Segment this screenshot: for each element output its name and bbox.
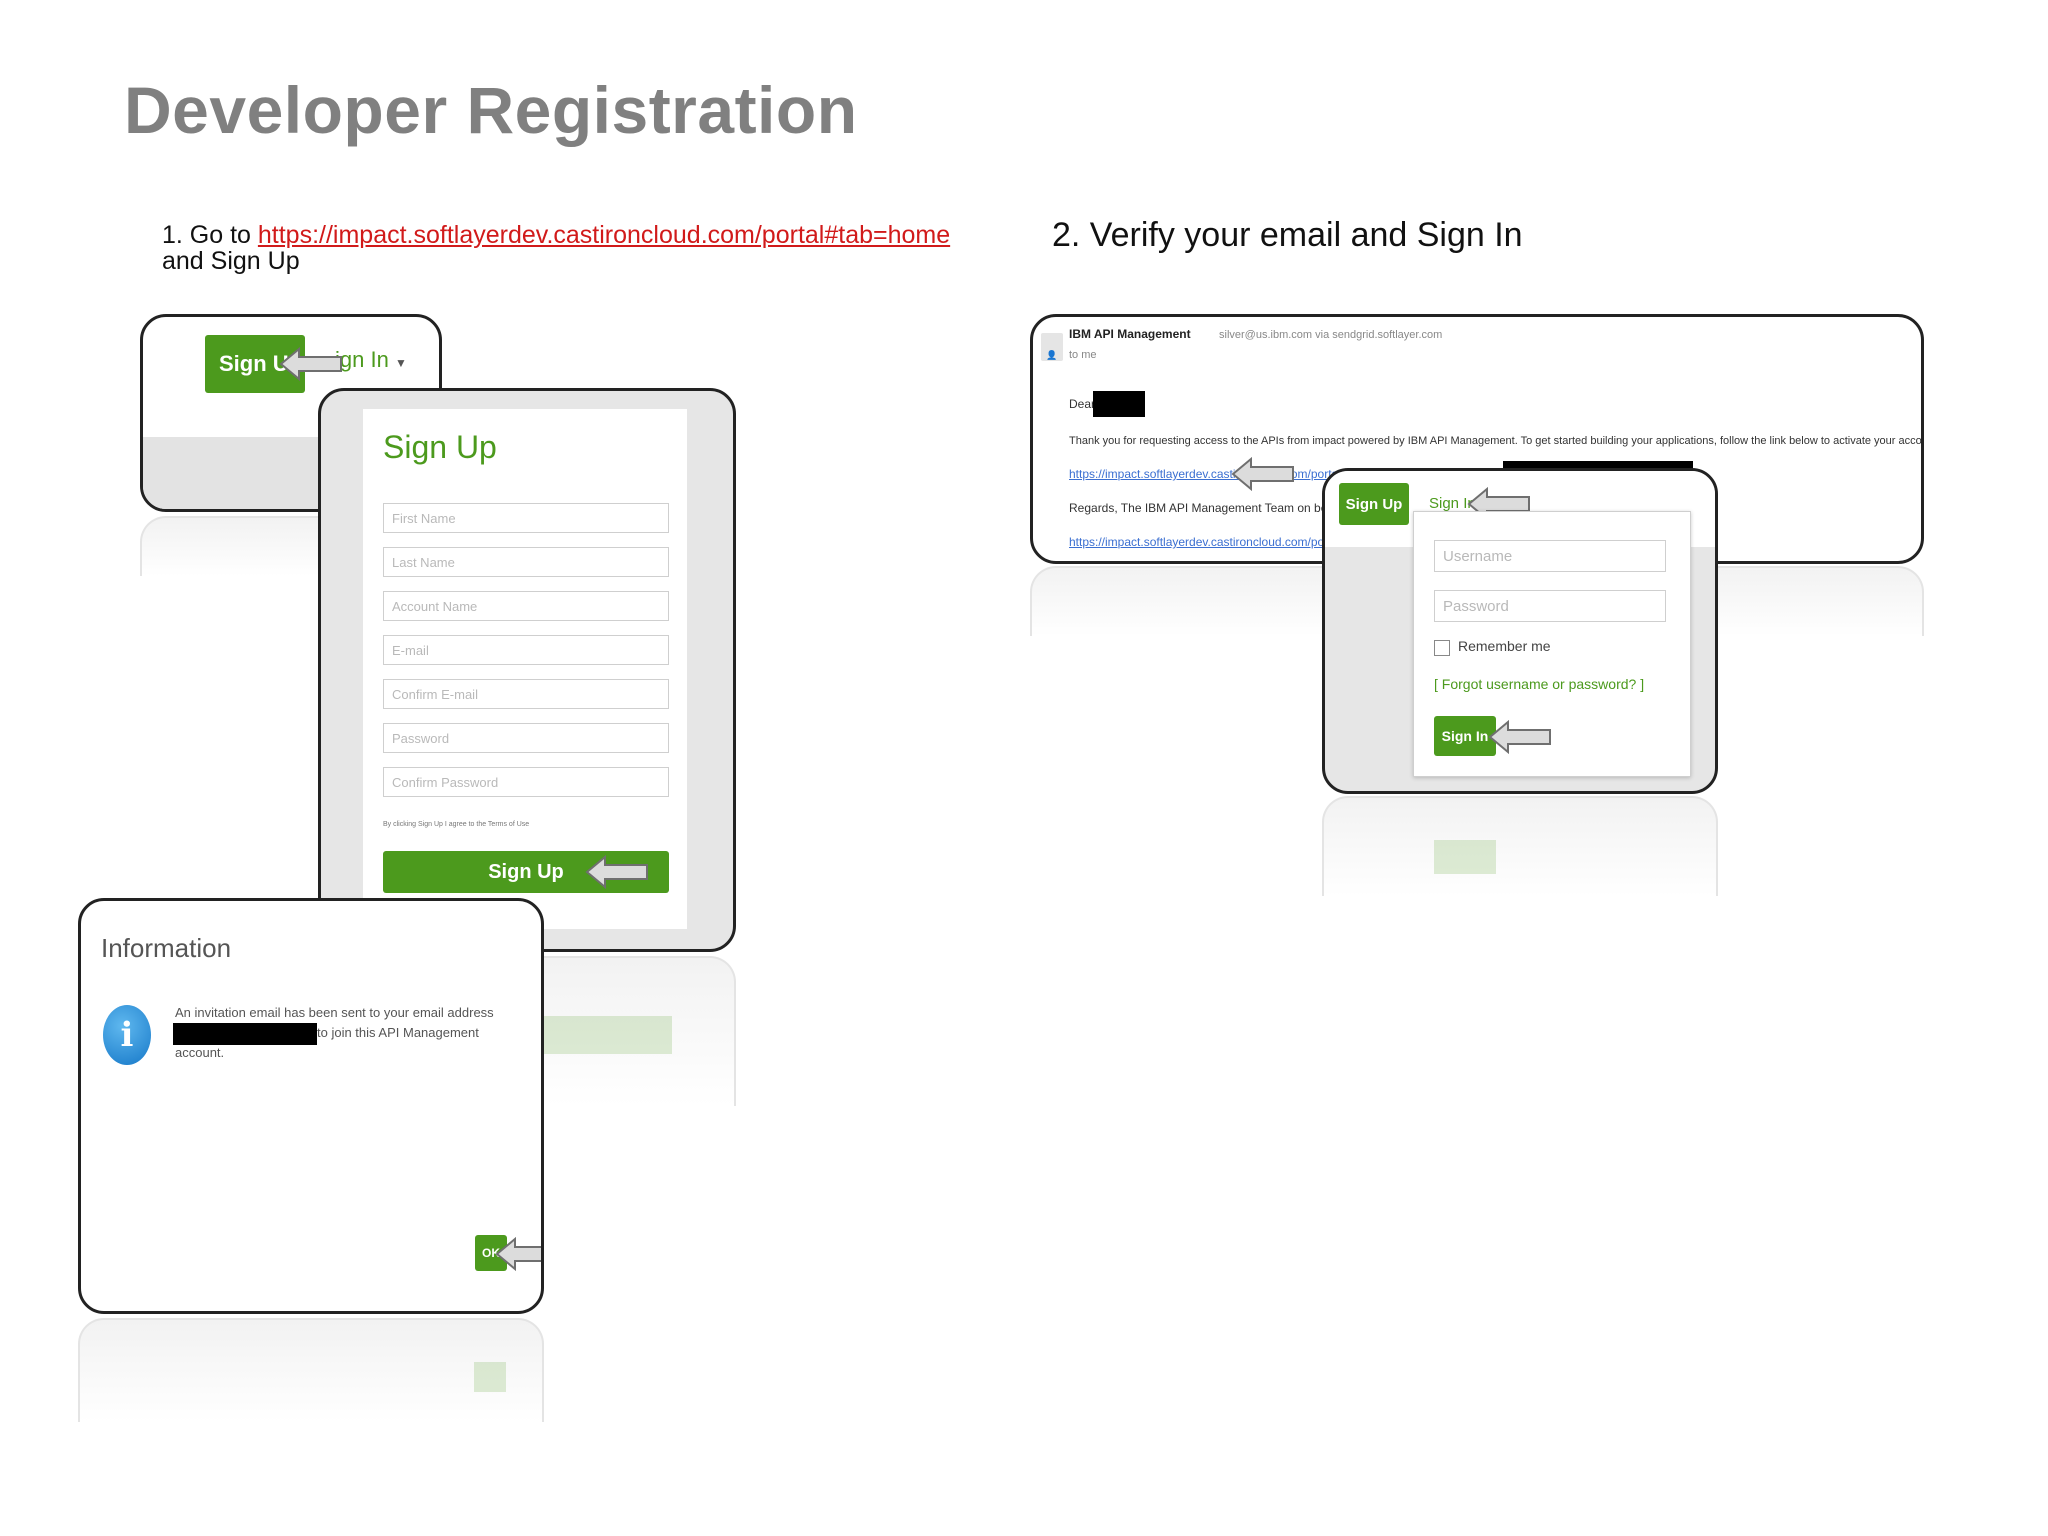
ok-reflection-button xyxy=(474,1362,506,1392)
email-sender: IBM API Management xyxy=(1069,327,1191,341)
info-message-line-2: to join this API Management xyxy=(317,1025,479,1040)
info-message-line-3: account. xyxy=(175,1045,225,1060)
username-placeholder: Username xyxy=(1443,547,1513,565)
first-name-field[interactable]: First Name xyxy=(383,503,669,533)
email-greeting: Dear xyxy=(1069,397,1096,411)
signin-card-reflection xyxy=(1322,796,1718,896)
info-card-reflection xyxy=(78,1318,544,1422)
password-input[interactable]: Password xyxy=(1434,590,1666,622)
redacted-email xyxy=(173,1023,317,1045)
info-message-line-1: An invitation email has been sent to you… xyxy=(175,1005,494,1020)
signup-heading: Sign Up xyxy=(383,429,497,465)
signin-panel-sign-up-button[interactable]: Sign Up xyxy=(1339,483,1409,525)
step-2-caption: 2. Verify your email and Sign In xyxy=(1052,216,1523,254)
signup-form: Sign Up First Name Last Name Account Nam… xyxy=(363,409,687,929)
signin-reflection-button xyxy=(1434,840,1496,874)
pointer-arrow-icon xyxy=(585,855,648,889)
password-field[interactable]: Password xyxy=(383,723,669,753)
sender-avatar: 👤 xyxy=(1041,333,1063,361)
signin-submit-button[interactable]: Sign In xyxy=(1434,716,1496,756)
signin-card: Sign Up Sign In Username Password Rememb… xyxy=(1322,468,1718,794)
step-1-prefix: 1. Go to xyxy=(162,221,258,249)
password-placeholder: Password xyxy=(1443,597,1509,615)
signin-dropdown: Username Password Remember me [ Forgot u… xyxy=(1413,511,1691,777)
pointer-arrow-icon xyxy=(1231,457,1294,491)
forgot-credentials-link[interactable]: [ Forgot username or password? ] xyxy=(1434,676,1645,692)
last-name-field[interactable]: Last Name xyxy=(383,547,669,577)
signin-panel-sign-in-tab[interactable]: Sign In xyxy=(1429,495,1476,512)
terms-text: By clicking Sign Up I agree to the Terms… xyxy=(383,821,530,828)
chevron-down-icon: ▼ xyxy=(394,356,407,370)
header-sign-in-link[interactable]: ign In ▼ xyxy=(335,347,407,373)
redacted-token xyxy=(1503,461,1693,469)
info-dialog-card: Information i An invitation email has be… xyxy=(78,898,544,1314)
username-input[interactable]: Username xyxy=(1434,540,1666,572)
email-regards: Regards, The IBM API Management Team on … xyxy=(1069,501,1361,515)
account-name-field[interactable]: Account Name xyxy=(383,591,669,621)
email-field[interactable]: E-mail xyxy=(383,635,669,665)
email-body: Thank you for requesting access to the A… xyxy=(1069,435,1924,447)
info-dialog-title: Information xyxy=(101,933,232,963)
email-sender-detail: silver@us.ibm.com via sendgrid.softlayer… xyxy=(1219,329,1443,341)
footer-portal-link[interactable]: https://impact.softlayerdev.castironclou… xyxy=(1069,535,1341,549)
portal-url-link[interactable]: https://impact.softlayerdev.castironclou… xyxy=(257,221,951,249)
signup-card: Sign Up First Name Last Name Account Nam… xyxy=(318,388,736,952)
remember-me-checkbox[interactable] xyxy=(1434,640,1450,656)
slide-title: Developer Registration xyxy=(124,73,858,147)
pointer-arrow-icon xyxy=(279,347,342,381)
confirm-email-field[interactable]: Confirm E-mail xyxy=(383,679,669,709)
remember-me-label: Remember me xyxy=(1458,638,1551,654)
info-icon: i xyxy=(103,1005,151,1065)
activation-link[interactable]: https://impact.softlayerdev.castironclou… xyxy=(1069,467,1341,481)
confirm-password-field[interactable]: Confirm Password xyxy=(383,767,669,797)
pointer-arrow-icon xyxy=(1488,720,1551,754)
redacted-name xyxy=(1093,391,1145,417)
header-sign-in-label: ign In xyxy=(335,347,389,372)
pointer-arrow-icon xyxy=(495,1237,541,1271)
step-1-suffix: and Sign Up xyxy=(162,247,300,275)
email-recipient: to me xyxy=(1069,349,1097,361)
step-1-caption: 1. Go to https://impact.softlayerdev.cas… xyxy=(162,222,950,274)
